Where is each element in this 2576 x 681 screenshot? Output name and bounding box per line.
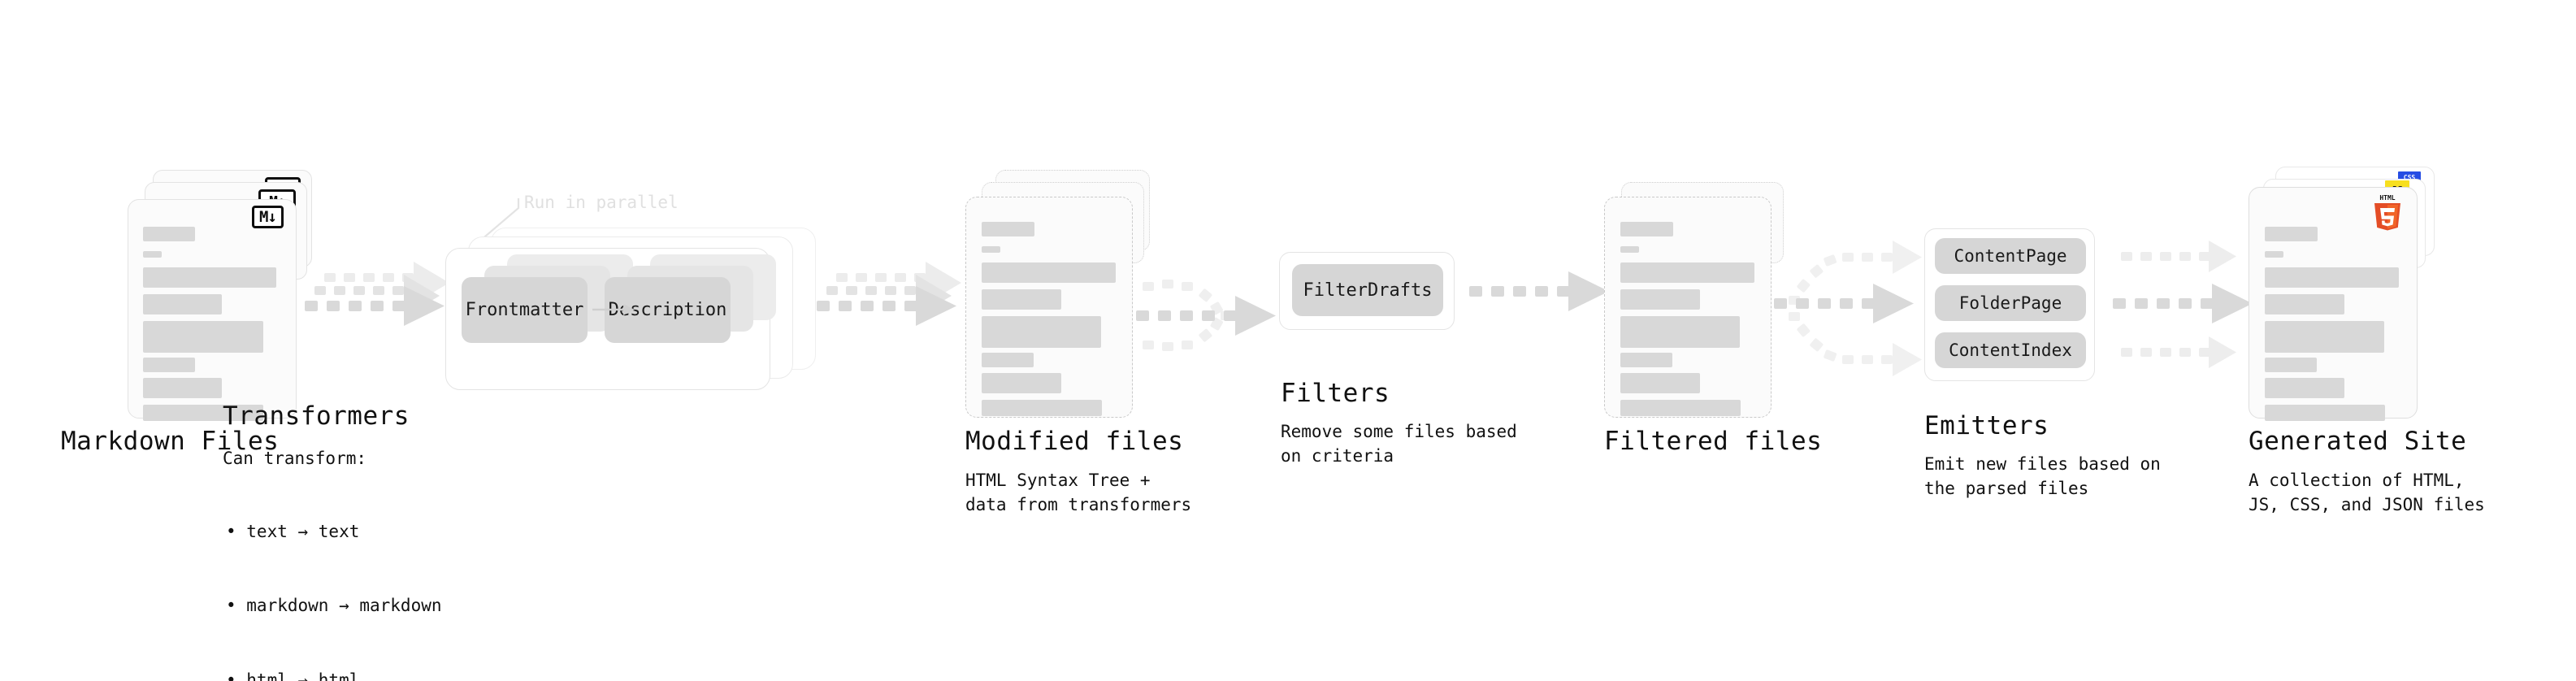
arrow-filters-to-filtered [1469,271,1609,311]
markdown-badge-icon: M↓ [252,206,284,228]
placeholder-line [2265,294,2344,314]
generated-site-card-front [2249,187,2418,421]
placeholder-line [143,267,276,288]
emitters-title: Emitters [1924,411,2049,440]
placeholder-line [982,353,1034,367]
placeholder-line [2265,358,2317,372]
placeholder-line [1620,373,1700,393]
arrow-filtered-to-emitters [1774,241,1922,376]
placeholder-line [1620,262,1754,283]
arrow-modified-to-filters [1136,280,1276,351]
placeholder-line [982,316,1101,348]
modified-files-title: Modified files [965,427,1184,456]
placeholder-line [143,321,263,353]
emitter-pill-contentindex[interactable]: ContentIndex [1935,332,2086,368]
emitter-pill-folderpage[interactable]: FolderPage [1935,285,2086,321]
filters-subtitle: Remove some files based on criteria [1281,422,1517,466]
placeholder-line [1620,353,1672,367]
placeholder-line [2265,251,2283,258]
arrow-emitters-to-site [2113,241,2253,368]
transformer-inner-arrow-front [592,304,635,315]
run-in-parallel-label: Run in parallel [524,193,679,212]
placeholder-line [143,405,263,421]
emitter-pill-contentpage[interactable]: ContentPage [1935,238,2086,274]
placeholder-line [982,262,1116,283]
placeholder-line [982,222,1034,236]
placeholder-line [982,289,1061,310]
placeholder-line [2265,378,2344,398]
arrow-transformers-to-modified [817,262,961,326]
svg-text:HTML: HTML [2379,194,2395,202]
html5-icon: HTML [2374,194,2400,231]
list-item: • text → text [226,521,360,541]
placeholder-line [1620,289,1700,310]
svg-text:CSS: CSS [2404,174,2416,181]
placeholder-line [2265,227,2318,241]
transformers-subtitle: Can transform: [223,449,367,468]
list-item: • html → html [226,670,360,681]
list-item: • markdown → markdown [226,596,442,616]
markdown-file-card-front [128,199,297,421]
filtered-file-card-front [1604,197,1772,418]
placeholder-line [982,246,1000,253]
arrow-markdown-to-transformers [305,262,449,326]
placeholder-line [2265,267,2399,288]
modified-file-card-front [965,197,1133,418]
placeholder-line [982,373,1061,393]
placeholder-line [2265,405,2385,421]
transformers-bullet-list: • text → text • markdown → markdown • ht… [226,470,442,681]
placeholder-line [143,358,195,372]
generated-site-subtitle: A collection of HTML, JS, CSS, and JSON … [2249,471,2485,515]
emitters-subtitle: Emit new files based on the parsed files [1924,454,2161,499]
placeholder-line [1620,246,1639,253]
transformer-pill-frontmatter[interactable]: Frontmatter [462,277,588,343]
placeholder-line [143,294,222,314]
placeholder-line [2265,321,2384,353]
placeholder-line [1620,316,1740,348]
markdown-files-title: Markdown Files [61,427,280,456]
placeholder-line [143,378,222,398]
placeholder-line [143,227,195,241]
modified-files-subtitle: HTML Syntax Tree + data from transformer… [965,471,1192,515]
filtered-files-title: Filtered files [1604,427,1823,456]
placeholder-line [1620,222,1673,236]
transformers-title: Transformers [223,401,410,431]
generated-site-title: Generated Site [2249,427,2467,456]
placeholder-line [1620,400,1741,416]
filters-title: Filters [1281,379,1390,408]
filter-pill-filterdrafts[interactable]: FilterDrafts [1292,264,1443,316]
placeholder-line [143,251,162,258]
placeholder-line [982,400,1102,416]
